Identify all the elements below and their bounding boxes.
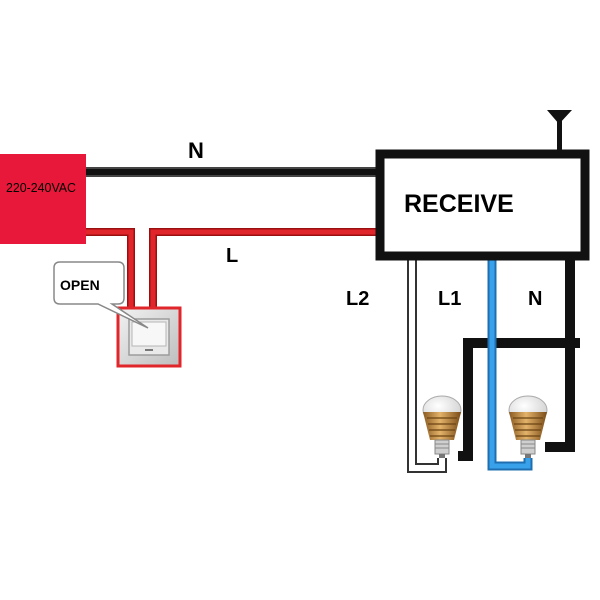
output-n-wire [458,256,580,461]
receiver-box: RECEIVE [375,149,590,261]
output-l2-wire [407,256,447,473]
open-callout-label: OPEN [60,277,100,293]
antenna-icon [547,110,572,156]
output-l1-label: L1 [438,288,461,310]
neutral-wire-top [86,167,380,177]
power-source-label: 220-240VAC [6,180,76,195]
top-neutral-label: N [188,138,204,163]
line-wire [86,228,380,318]
power-source: 220-240VAC [0,154,86,244]
led-bulb-icon [508,395,548,458]
line-label: L [226,245,238,267]
output-l1-wire [487,256,533,471]
receiver-label: RECEIVE [404,190,514,218]
output-n-label: N [528,288,542,310]
led-bulb-icon [422,395,462,458]
open-callout: OPEN [53,261,149,329]
output-l2-label: L2 [346,288,369,310]
